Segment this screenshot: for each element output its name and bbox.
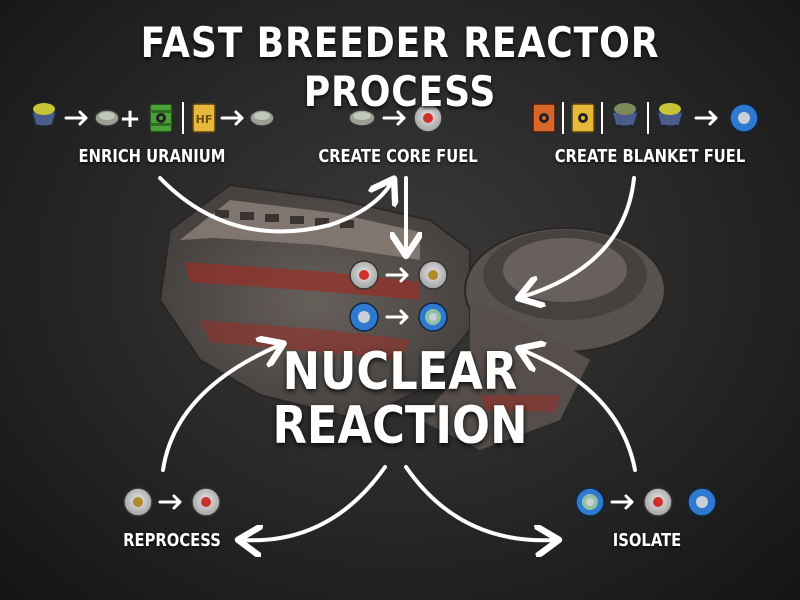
arrow-blanket-to-reaction <box>522 176 636 297</box>
blanket-fuel-rod-icon <box>349 302 379 332</box>
flow-arrows <box>158 176 637 540</box>
divider <box>601 102 603 134</box>
reprocess-recipe <box>123 487 221 517</box>
small-arrow-icon <box>385 267 409 283</box>
small-arrow-icon <box>385 309 409 325</box>
ore-cart-icon <box>611 103 639 130</box>
step-label-create-blanket-fuel: CREATE BLANKET FUEL <box>554 146 746 167</box>
divider <box>562 102 564 134</box>
small-arrow-icon <box>158 494 182 510</box>
enrich-uranium-recipe: + HF <box>31 102 275 134</box>
pellet-icon <box>249 109 275 127</box>
small-arrow-icon <box>610 494 634 510</box>
page-title: FAST BREEDER REACTOR PROCESS <box>140 18 660 116</box>
step-label-reprocess: REPROCESS <box>123 530 221 551</box>
center-label-line1: NUCLEAR <box>282 342 518 402</box>
divider <box>647 102 649 134</box>
core-fuel-rod-icon <box>413 103 443 133</box>
arrow-isolate-to-reaction <box>522 350 637 472</box>
step-label-isolate: ISOLATE <box>612 530 682 551</box>
green-barrel-icon <box>149 103 173 133</box>
step-label-create-core-fuel: CREATE CORE FUEL <box>318 146 478 167</box>
arrow-reprocess-to-reaction <box>161 345 280 472</box>
step-label-enrich-uranium: ENRICH URANIUM <box>78 146 226 167</box>
bred-blanket-fuel-icon <box>418 302 448 332</box>
core-fuel-rod-icon <box>191 487 221 517</box>
orange-barrel-icon <box>532 103 556 133</box>
blanket-fuel-recipe <box>532 102 759 134</box>
uranium-ore-cart-icon <box>656 103 684 130</box>
arrow-reaction-to-reprocess <box>242 465 387 540</box>
core-fuel-rod-icon <box>349 260 379 290</box>
center-label-line2: REACTION <box>272 396 528 456</box>
arrow-enrich-to-core <box>158 178 392 234</box>
isolate-recipe <box>575 487 717 517</box>
svg-text:HF: HF <box>196 113 213 126</box>
spent-core-fuel-icon <box>123 487 153 517</box>
nuclear-reaction-label: NUCLEAR REACTION <box>272 345 527 453</box>
small-arrow-icon <box>382 110 406 126</box>
bred-blanket-fuel-icon <box>575 487 605 517</box>
core-fuel-recipe <box>348 103 443 133</box>
spent-core-fuel-icon <box>418 260 448 290</box>
uranium-ore-cart-icon <box>31 103 57 130</box>
core-fuel-rod-icon <box>643 487 673 517</box>
divider <box>182 102 184 134</box>
yellow-barrel-icon <box>571 103 595 133</box>
small-arrow-icon <box>220 110 244 126</box>
hf-barrel-icon: HF <box>192 103 216 133</box>
pellet-icon <box>94 109 120 127</box>
small-arrow-icon <box>64 110 88 126</box>
arrow-reaction-to-isolate <box>404 465 555 540</box>
reaction-icons <box>349 260 448 332</box>
blanket-fuel-rod-icon <box>729 103 759 133</box>
small-arrow-icon <box>694 110 718 126</box>
plus-icon: + <box>119 104 141 134</box>
pellet-icon <box>348 109 376 127</box>
blanket-fuel-rod-icon <box>687 487 717 517</box>
